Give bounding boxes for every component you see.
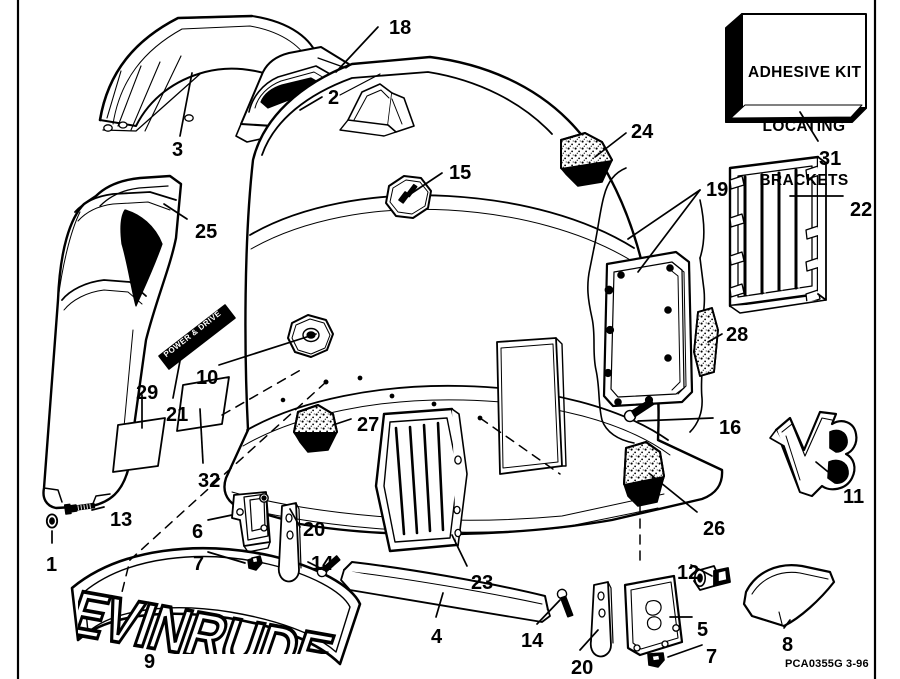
adhesive-kit-line-1: ADHESIVE KIT [748,64,862,81]
callout-electrical-cover-panel: 19 [706,179,729,201]
callout-side-vent-grille: 23 [471,572,494,594]
callout-blank-decal-right: 32 [198,470,221,492]
callout-evinrude-nameplate-emblem: 9 [144,651,156,673]
callout-decal-serial-plate: 10 [196,367,219,389]
callout-foam-pad-upper: 24 [631,121,654,143]
callout-air-intake-grille-panel: 22 [850,199,873,221]
callout-latch-bracket-assembly: 6 [192,521,204,543]
adhesive-kit-line-3: BRACKETS [759,172,849,189]
callout-adhesive-kit-locating-brackets: 31 [819,148,842,170]
callout-rear-pad-cushion: 8 [782,634,794,656]
callout-hinge-strap-bracket: 20 [303,519,326,541]
callout-push-nut-fastener-lower: 7 [706,646,718,668]
drawing-code-label: PCA0355G [785,658,843,670]
adhesive-kit-label: ADHESIVE KIT LOCATING BRACKETS [748,28,862,226]
callout-foam-pad-lower: 26 [703,518,726,540]
callout-screw-lower-left: 13 [110,509,133,531]
callout-power-drive-decal: 21 [166,404,189,426]
callout-blank-decal-left: 29 [136,382,159,404]
callout-screw-grommet-lower-left: 1 [46,554,58,576]
callout-screw-center-lower: 14 [311,553,334,575]
callout-latch-cover-and-screw: 15 [449,162,472,184]
adhesive-kit-line-2: LOCATING [762,118,846,135]
callout-top-air-intake-trim: 18 [389,17,412,39]
callout-foam-pad-center: 27 [357,414,380,436]
callout-push-nut-fastener: 7 [193,553,205,575]
evinrude-emblem-text: EVINRUDE [78,562,368,654]
callout-v8-emblem: 11 [843,486,865,508]
callout-grommet-plug: 12 [677,562,700,584]
callout-access-cover-panel: 5 [697,619,709,641]
callout-upper-cowl-top-panel: 3 [172,139,184,161]
power-drive-decal-text: POWER & DRIVE [160,306,240,372]
callout-lower-trim-strip: 4 [431,626,443,648]
callout-screw-panel-right: 16 [719,417,742,439]
callout-side-cowl-panel: 25 [195,221,218,243]
callout-foam-seal-strip: 28 [726,324,749,346]
evinrude-emblem-label: EVINRUDE [78,578,342,654]
callout-screw-right-lower: 14 [521,630,544,652]
drawing-revision-date: 3-96 [846,658,869,670]
callout-hinge-strap-bracket-lower: 20 [571,657,594,679]
callout-screw-upper-center: 2 [328,87,340,109]
power-drive-decal-label: POWER & DRIVE [162,308,223,360]
